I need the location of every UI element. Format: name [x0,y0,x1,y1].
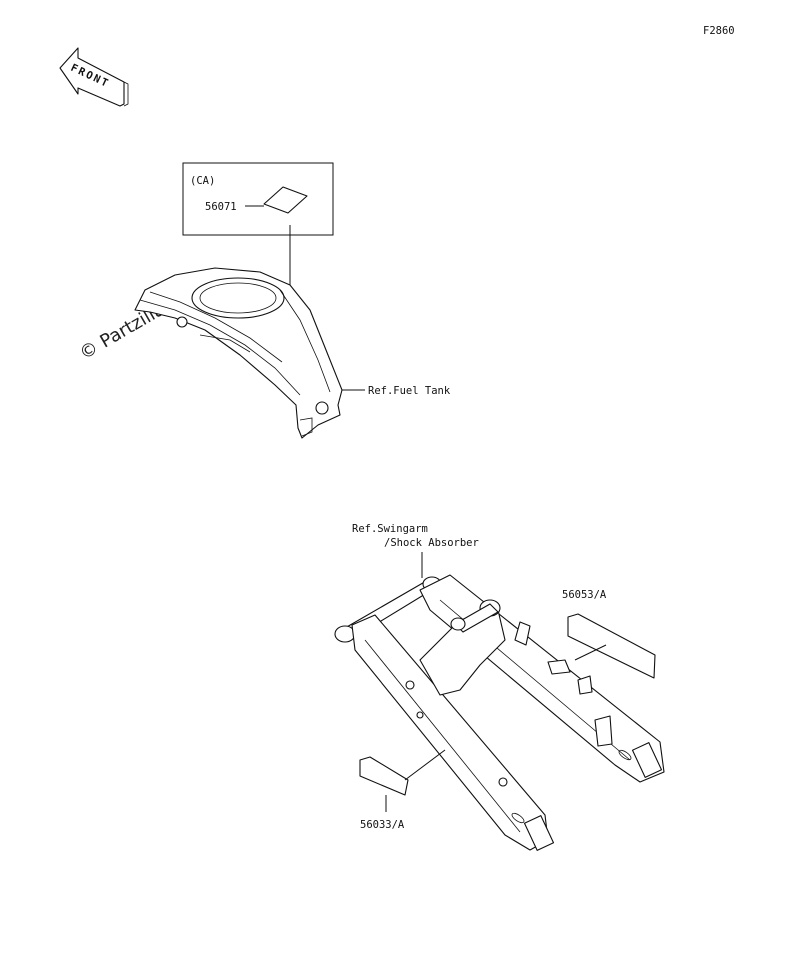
label-56033a-icon [359,756,409,796]
ref-shock-absorber: /Shock Absorber [384,537,479,549]
part-56053a: 56053/A [562,589,607,601]
callout-box: (CA) 56071 [182,162,334,338]
callout-part-number: 56071 [205,201,237,213]
front-arrow-icon: FRONT [59,47,129,107]
callout-region: (CA) [190,175,215,187]
swingarm-icon [334,574,665,851]
part-56033a: 56033/A [360,819,405,831]
ref-swingarm: Ref.Swingarm [352,523,428,535]
ref-fuel-tank: Ref.Fuel Tank [368,385,451,397]
fuel-tank-icon [134,267,343,439]
label-56053a-icon [567,613,656,679]
label-56071-icon [263,186,308,214]
figure-code: F2860 [703,25,735,37]
